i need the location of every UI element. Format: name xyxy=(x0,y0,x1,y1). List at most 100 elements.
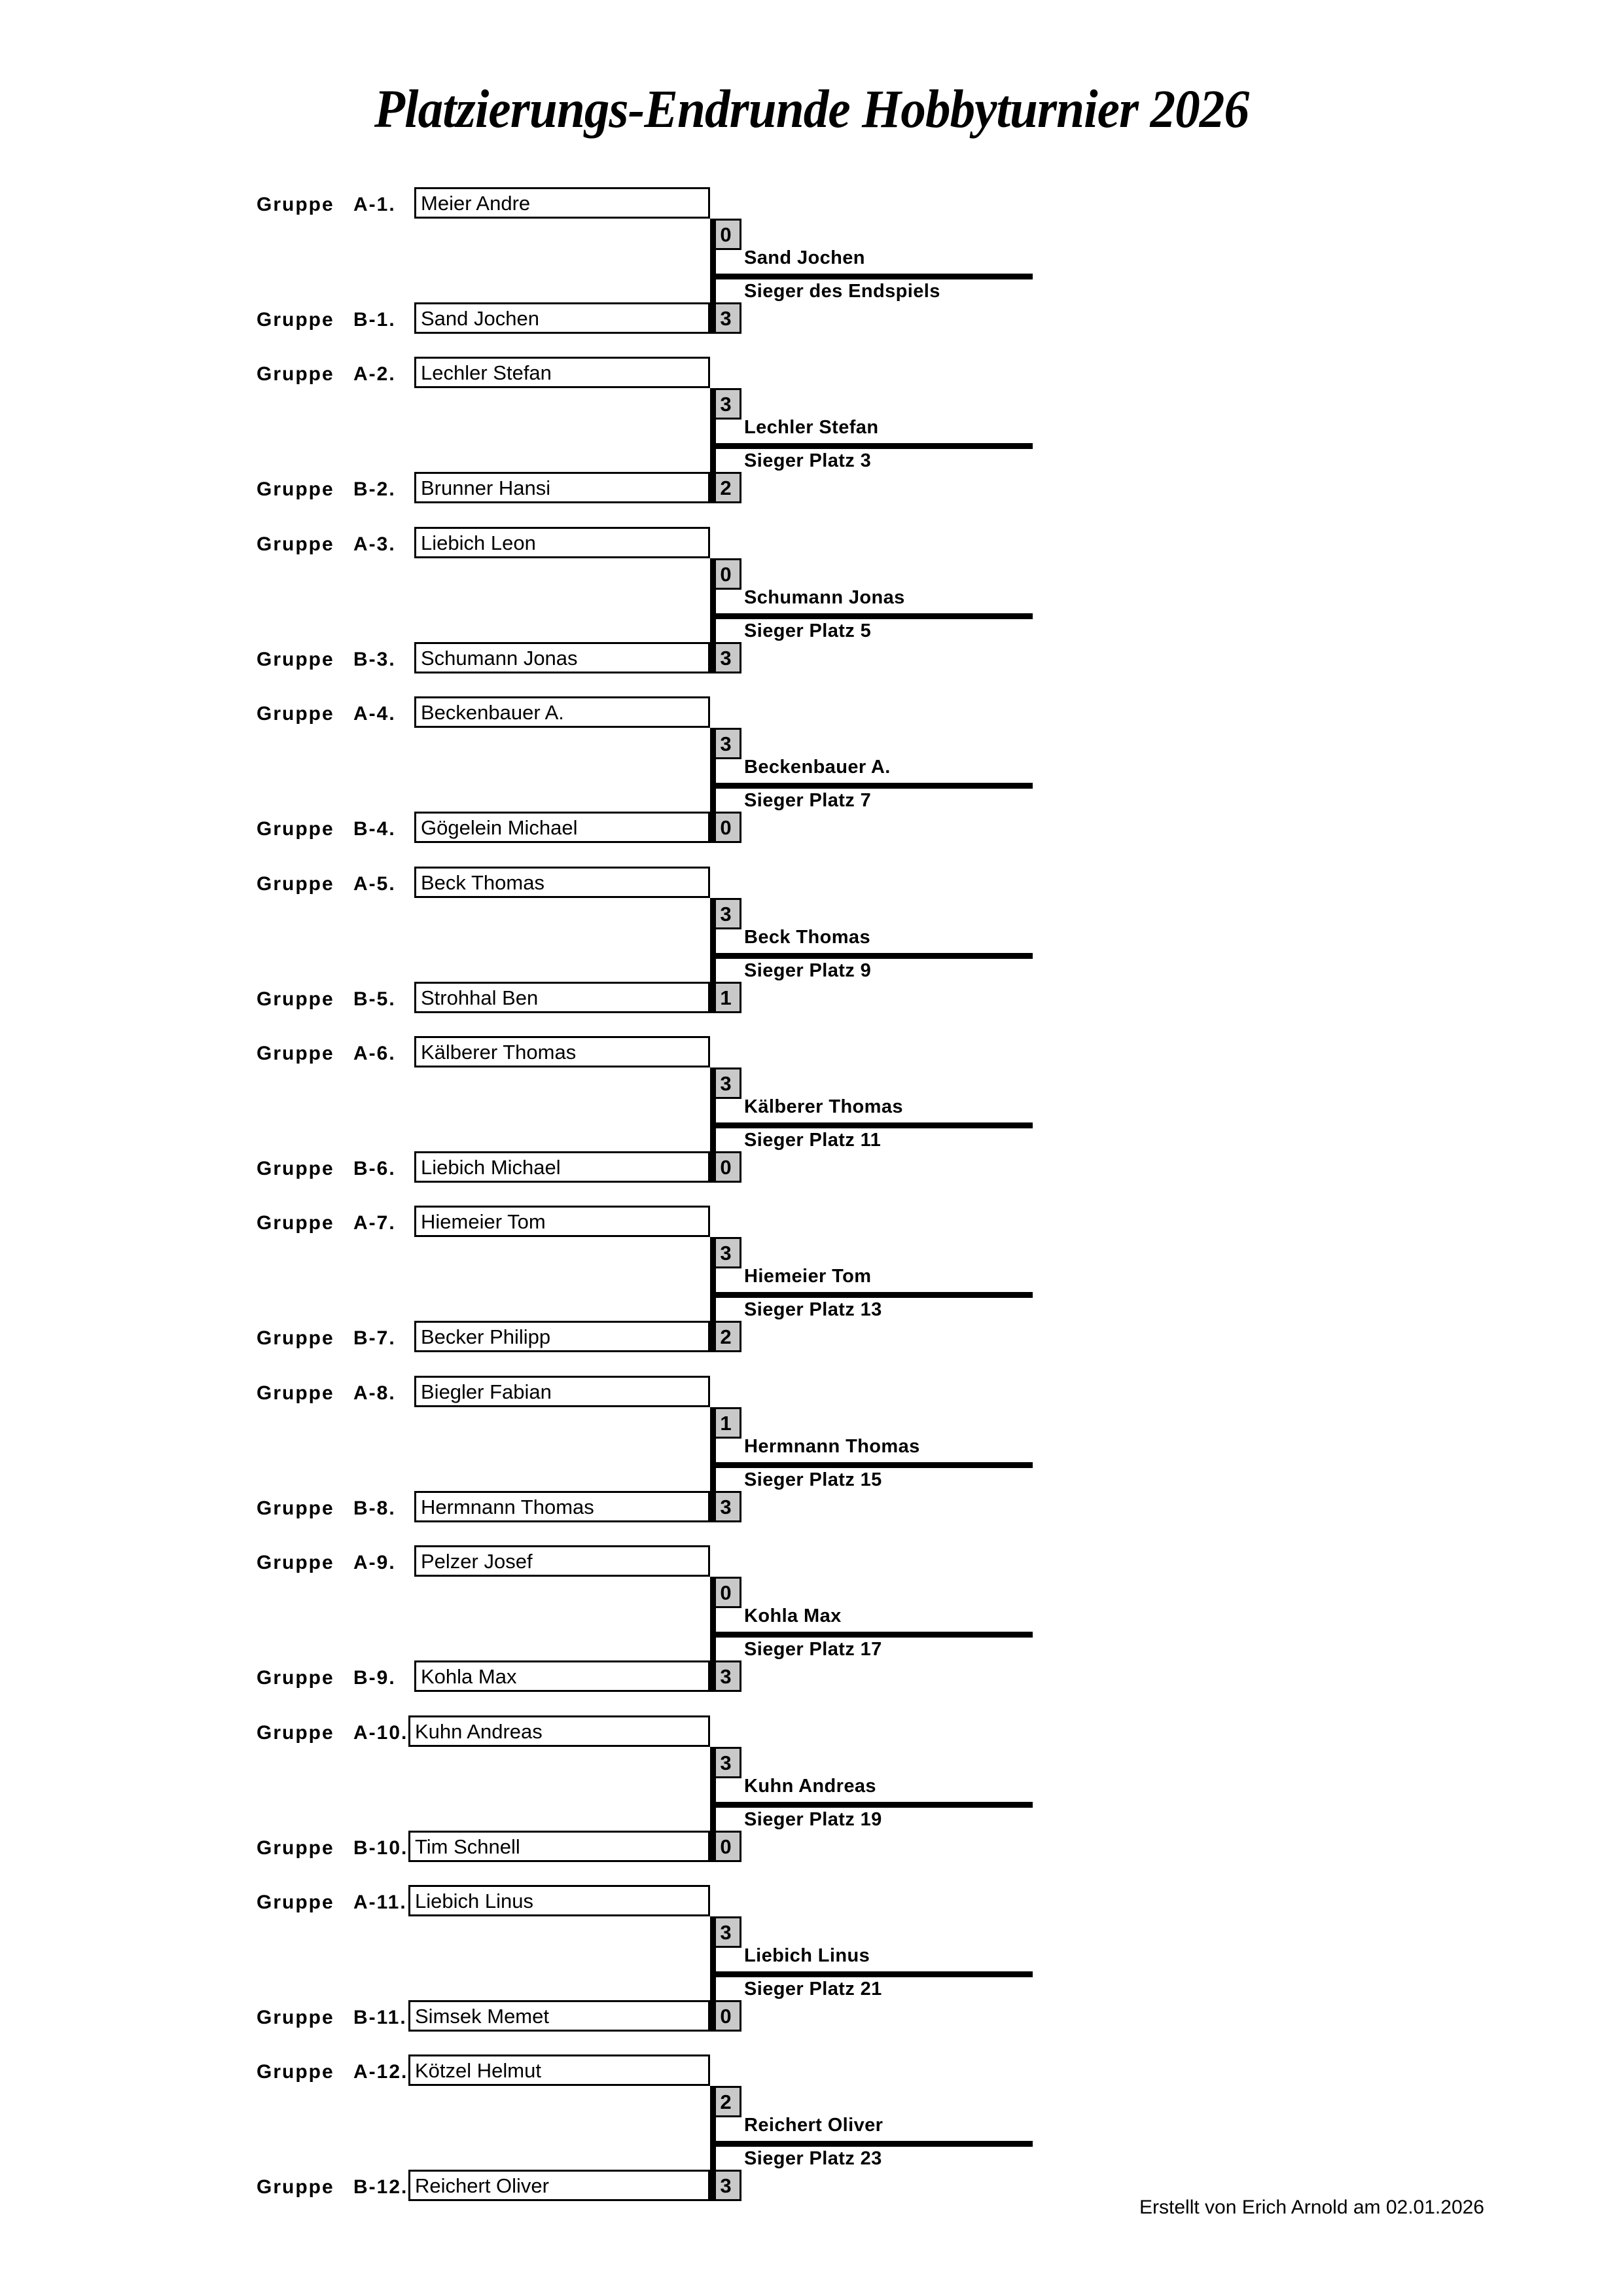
place-label: Sieger Platz 5 xyxy=(744,620,872,641)
group-code-top: A-5. xyxy=(353,872,396,895)
page-title: Platzierungs-Endrunde Hobbyturnier 2026 xyxy=(374,79,1249,139)
winner-name: Kuhn Andreas xyxy=(744,1775,876,1797)
competitor-name-top: Kälberer Thomas xyxy=(414,1036,710,1067)
group-label-word: Gruppe xyxy=(257,2007,334,2028)
group-label-word: Gruppe xyxy=(257,194,334,215)
group-label-word: Gruppe xyxy=(257,1837,334,1859)
competitor-name-top: Beck Thomas xyxy=(414,866,710,898)
place-label: Sieger Platz 11 xyxy=(744,1130,882,1151)
winner-name: Liebich Linus xyxy=(744,1945,870,1966)
winner-line xyxy=(710,2141,1033,2147)
place-label: Sieger Platz 19 xyxy=(744,1808,882,1830)
winner-name: Reichert Oliver xyxy=(744,2115,883,2136)
competitor-name-bottom: Liebich Michael xyxy=(414,1151,710,1183)
competitor-name-top: Hiemeier Tom xyxy=(414,1206,710,1238)
winner-line xyxy=(710,1462,1033,1468)
place-label: Sieger Platz 23 xyxy=(744,2148,882,2170)
winner-name: Beckenbauer A. xyxy=(744,757,891,778)
place-label: Sieger Platz 21 xyxy=(744,1979,882,2000)
group-label-word: Gruppe xyxy=(257,2061,334,2083)
group-label-word: Gruppe xyxy=(257,988,334,1010)
group-label-word: Gruppe xyxy=(257,1892,334,1913)
group-code-bottom: B-4. xyxy=(353,818,396,840)
competitor-name-bottom: Reichert Oliver xyxy=(408,2170,710,2202)
group-label-word: Gruppe xyxy=(257,872,334,895)
group-label-word: Gruppe xyxy=(257,1158,334,1179)
group-label-word: Gruppe xyxy=(257,1721,334,1744)
competitor-name-bottom: Becker Philipp xyxy=(414,1321,710,1353)
winner-line xyxy=(710,1632,1033,1638)
footer-credit: Erstellt von Erich Arnold am 02.01.2026 xyxy=(1139,2197,1484,2218)
group-label-word: Gruppe xyxy=(257,1497,334,1519)
competitor-name-top: Pelzer Josef xyxy=(414,1545,710,1577)
competitor-name-bottom: Strohhal Ben xyxy=(414,981,710,1013)
group-code-bottom: B-12. xyxy=(353,2176,408,2198)
place-label: Sieger Platz 9 xyxy=(744,960,872,981)
group-label-word: Gruppe xyxy=(257,478,334,501)
group-label-word: Gruppe xyxy=(257,703,334,725)
group-label-word: Gruppe xyxy=(257,2176,334,2198)
competitor-name-top: Liebich Leon xyxy=(414,526,710,558)
group-label-word: Gruppe xyxy=(257,363,334,386)
winner-line xyxy=(710,1122,1033,1128)
group-label-word: Gruppe xyxy=(257,1327,334,1350)
group-code-top: A-8. xyxy=(353,1382,396,1404)
competitor-name-top: Liebich Linus xyxy=(408,1885,710,1916)
group-code-bottom: B-7. xyxy=(353,1327,396,1350)
winner-line xyxy=(710,613,1033,619)
group-code-top: A-6. xyxy=(353,1043,396,1064)
group-code-top: A-7. xyxy=(353,1212,396,1234)
competitor-name-bottom: Schumann Jonas xyxy=(414,641,710,673)
competitor-name-bottom: Sand Jochen xyxy=(414,302,710,334)
winner-name: Beck Thomas xyxy=(744,926,870,948)
group-code-top: A-1. xyxy=(353,194,396,215)
group-code-bottom: B-6. xyxy=(353,1158,396,1179)
group-label-word: Gruppe xyxy=(257,1552,334,1574)
group-code-bottom: B-1. xyxy=(353,309,396,331)
group-label-word: Gruppe xyxy=(257,1667,334,1689)
place-label: Sieger Platz 7 xyxy=(744,790,872,812)
competitor-name-bottom: Gögelein Michael xyxy=(414,812,710,844)
group-label-word: Gruppe xyxy=(257,1212,334,1234)
competitor-name-bottom: Tim Schnell xyxy=(408,1830,710,1862)
winner-name: Hermnann Thomas xyxy=(744,1435,920,1457)
place-label: Sieger Platz 15 xyxy=(744,1469,882,1490)
competitor-name-top: Lechler Stefan xyxy=(414,357,710,389)
group-code-bottom: B-11. xyxy=(353,2007,407,2028)
winner-line xyxy=(710,783,1033,789)
competitor-name-bottom: Simsek Memet xyxy=(408,2000,710,2032)
group-code-bottom: B-10. xyxy=(353,1837,408,1859)
competitor-name-bottom: Brunner Hansi xyxy=(414,472,710,504)
winner-line xyxy=(710,443,1033,450)
place-label: Sieger des Endspiels xyxy=(744,281,940,302)
group-code-top: A-12. xyxy=(353,2061,408,2083)
group-code-bottom: B-2. xyxy=(353,478,396,501)
group-code-top: A-9. xyxy=(353,1552,396,1574)
group-code-bottom: B-5. xyxy=(353,988,396,1010)
group-code-top: A-11. xyxy=(353,1892,407,1913)
winner-name: Kälberer Thomas xyxy=(744,1096,903,1117)
winner-line xyxy=(710,952,1033,959)
competitor-name-top: Beckenbauer A. xyxy=(414,696,710,728)
competitor-name-top: Biegler Fabian xyxy=(414,1375,710,1407)
winner-name: Sand Jochen xyxy=(744,247,865,268)
group-code-bottom: B-8. xyxy=(353,1497,396,1519)
winner-name: Kohla Max xyxy=(744,1605,842,1627)
group-label-word: Gruppe xyxy=(257,648,334,670)
group-label-word: Gruppe xyxy=(257,533,334,555)
group-label-word: Gruppe xyxy=(257,818,334,840)
group-code-bottom: B-9. xyxy=(353,1667,396,1689)
competitor-name-bottom: Hermnann Thomas xyxy=(414,1490,710,1522)
group-code-top: A-3. xyxy=(353,533,396,555)
group-label-word: Gruppe xyxy=(257,309,334,331)
winner-line xyxy=(710,274,1033,279)
group-label-word: Gruppe xyxy=(257,1382,334,1404)
competitor-name-top: Meier Andre xyxy=(414,187,710,219)
group-code-bottom: B-3. xyxy=(353,648,396,670)
group-code-top: A-10. xyxy=(353,1721,408,1744)
winner-name: Hiemeier Tom xyxy=(744,1266,872,1287)
group-label-word: Gruppe xyxy=(257,1043,334,1064)
competitor-name-top: Kötzel Helmut xyxy=(408,2054,710,2087)
place-label: Sieger Platz 3 xyxy=(744,450,872,472)
winner-line xyxy=(710,1292,1033,1299)
